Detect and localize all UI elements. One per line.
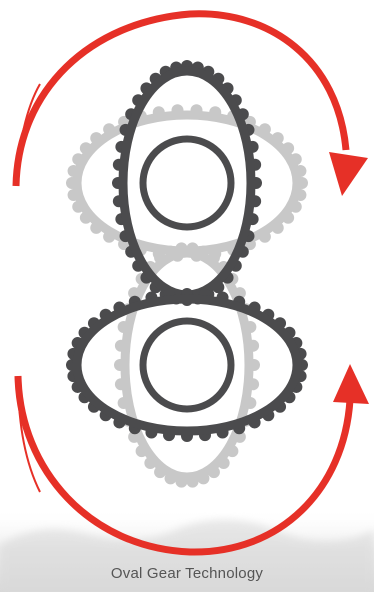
oval-gear-icon: [112, 60, 262, 306]
oval-gear-icon: [114, 242, 260, 488]
rotation-arrow-icon: [12, 10, 369, 556]
background-haze: [0, 508, 374, 592]
oval-gear-icon: [66, 104, 308, 262]
caption: Oval Gear Technology: [110, 565, 264, 582]
front-oval-gears: [66, 60, 308, 442]
oval-gear-icon: [66, 288, 308, 442]
